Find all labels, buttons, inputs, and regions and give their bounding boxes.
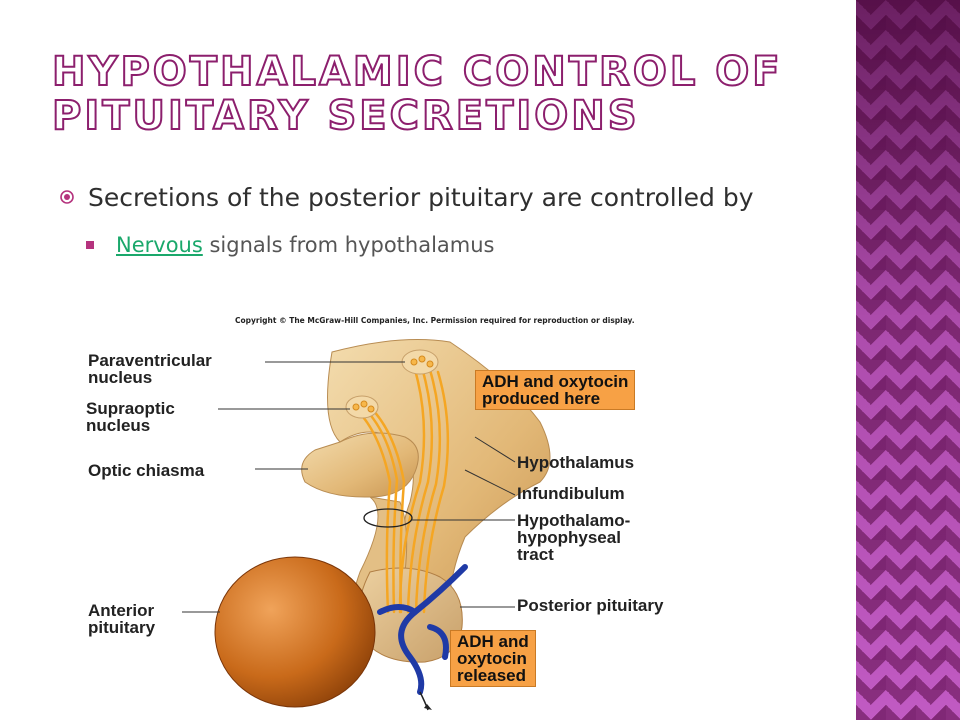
figure-copyright: Copyright © The McGraw-Hill Companies, I… [235,316,635,325]
bullet-level1-text: Secretions of the posterior pituitary ar… [88,183,754,212]
bullet-level2: Nervous signals from hypothalamus [86,230,760,260]
label-posterior-pituitary: Posterior pituitary [517,596,664,615]
square-bullet-icon [86,241,100,249]
blood-vessels [377,564,468,695]
bullet-level2-rest: signals from hypothalamus [202,233,495,257]
leader-lines [182,361,516,613]
label-infundibulum: Infundibulum [517,484,625,503]
label-hypothalamus: Hypothalamus [517,453,635,472]
nervous-link[interactable]: Nervous [116,233,203,257]
bullet-list: Secretions of the posterior pituitary ar… [60,180,760,260]
slide-title: Hypothalamic Control of Pituitary Secret… [51,49,783,139]
nerve-fibers [353,366,450,614]
bullet-level2-text: Nervous signals from hypothalamus [116,230,495,260]
nucleus-cells [345,349,439,419]
label-optic-chiasma: Optic chiasma [88,461,205,480]
anterior-pituitary-shape [214,556,376,708]
bullet-level1: Secretions of the posterior pituitary ar… [60,180,760,216]
pituitary-diagram: Copyright © The McGraw-Hill Companies, I… [70,312,750,712]
circle-bullet-icon [60,190,88,204]
tract-highlight-ring [363,508,413,528]
decorative-side-panel [856,0,960,720]
